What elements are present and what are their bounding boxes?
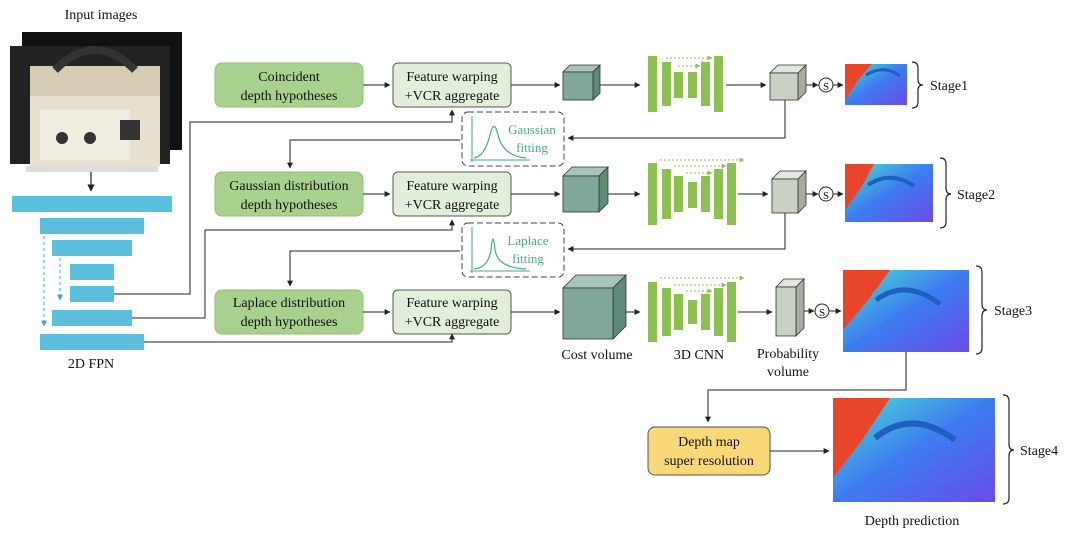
fpn-label: 2D FPN bbox=[68, 357, 114, 372]
depth-map-4 bbox=[833, 398, 995, 502]
depth-map-2 bbox=[845, 164, 933, 222]
hypothesis-2-line2: depth hypotheses bbox=[241, 198, 338, 213]
cost-volume-1 bbox=[562, 64, 601, 101]
cost-volume-2 bbox=[562, 166, 609, 213]
laplace-fitting-line1: Laplace bbox=[507, 233, 548, 248]
super-resolution-line1: Depth map bbox=[678, 435, 740, 450]
fpn-pyramid bbox=[12, 196, 172, 350]
prob-volume-1 bbox=[769, 64, 807, 101]
warping-1-line2: +VCR aggregate bbox=[405, 89, 500, 104]
prob-volume-3 bbox=[775, 278, 805, 337]
hypothesis-3-line1: Laplace distribution bbox=[233, 296, 345, 311]
stage-2-label: Stage2 bbox=[957, 188, 995, 203]
softmax-3-label: S bbox=[819, 307, 825, 319]
gaussian-fitting-line1: Gaussian bbox=[508, 122, 556, 137]
probability-label-1: Probability bbox=[757, 347, 819, 362]
warping-3-line2: +VCR aggregate bbox=[405, 315, 500, 330]
cnn-label: 3D CNN bbox=[674, 348, 724, 363]
softmax-2-label: S bbox=[823, 190, 829, 202]
depth-prediction-label: Depth prediction bbox=[865, 514, 959, 529]
input-images bbox=[10, 32, 182, 172]
hypothesis-1-line1: Coincident bbox=[258, 70, 320, 85]
cost-volume-label: Cost volume bbox=[561, 348, 632, 363]
stage-brace-4 bbox=[1002, 394, 1015, 505]
prob-volume-2 bbox=[771, 170, 807, 214]
warping-2-line2: +VCR aggregate bbox=[405, 198, 500, 213]
hypothesis-1-line2: depth hypotheses bbox=[241, 89, 338, 104]
gaussian-fitting-box bbox=[461, 111, 565, 167]
warping-3-line1: Feature warping bbox=[406, 296, 497, 311]
hypothesis-3-line2: depth hypotheses bbox=[241, 315, 338, 330]
stage-brace-2 bbox=[939, 157, 952, 229]
cnn-block-2 bbox=[648, 157, 745, 225]
softmax-1-label: S bbox=[823, 81, 829, 93]
laplace-fitting-box bbox=[461, 222, 565, 278]
stage-3-label: Stage3 bbox=[994, 304, 1032, 319]
cnn-block-1 bbox=[648, 55, 723, 112]
stage-brace-3 bbox=[975, 265, 988, 355]
super-resolution-line2: super resolution bbox=[664, 454, 754, 469]
input-images-label: Input images bbox=[65, 8, 138, 23]
cost-volume-3 bbox=[562, 274, 627, 340]
stage-4-label: Stage4 bbox=[1020, 444, 1058, 459]
gaussian-fitting-line2: fitting bbox=[516, 140, 548, 155]
stage-1-label: Stage1 bbox=[930, 79, 968, 94]
hypothesis-2-line1: Gaussian distribution bbox=[229, 179, 348, 194]
depth-map-3 bbox=[843, 270, 969, 352]
stage-brace-1 bbox=[911, 61, 924, 109]
laplace-fitting-line2: fitting bbox=[512, 251, 544, 266]
warping-1-line1: Feature warping bbox=[406, 70, 497, 85]
cnn-block-3 bbox=[648, 275, 745, 342]
depth-map-1 bbox=[845, 64, 907, 105]
warping-2-line1: Feature warping bbox=[406, 179, 497, 194]
probability-label-2: volume bbox=[767, 365, 809, 380]
